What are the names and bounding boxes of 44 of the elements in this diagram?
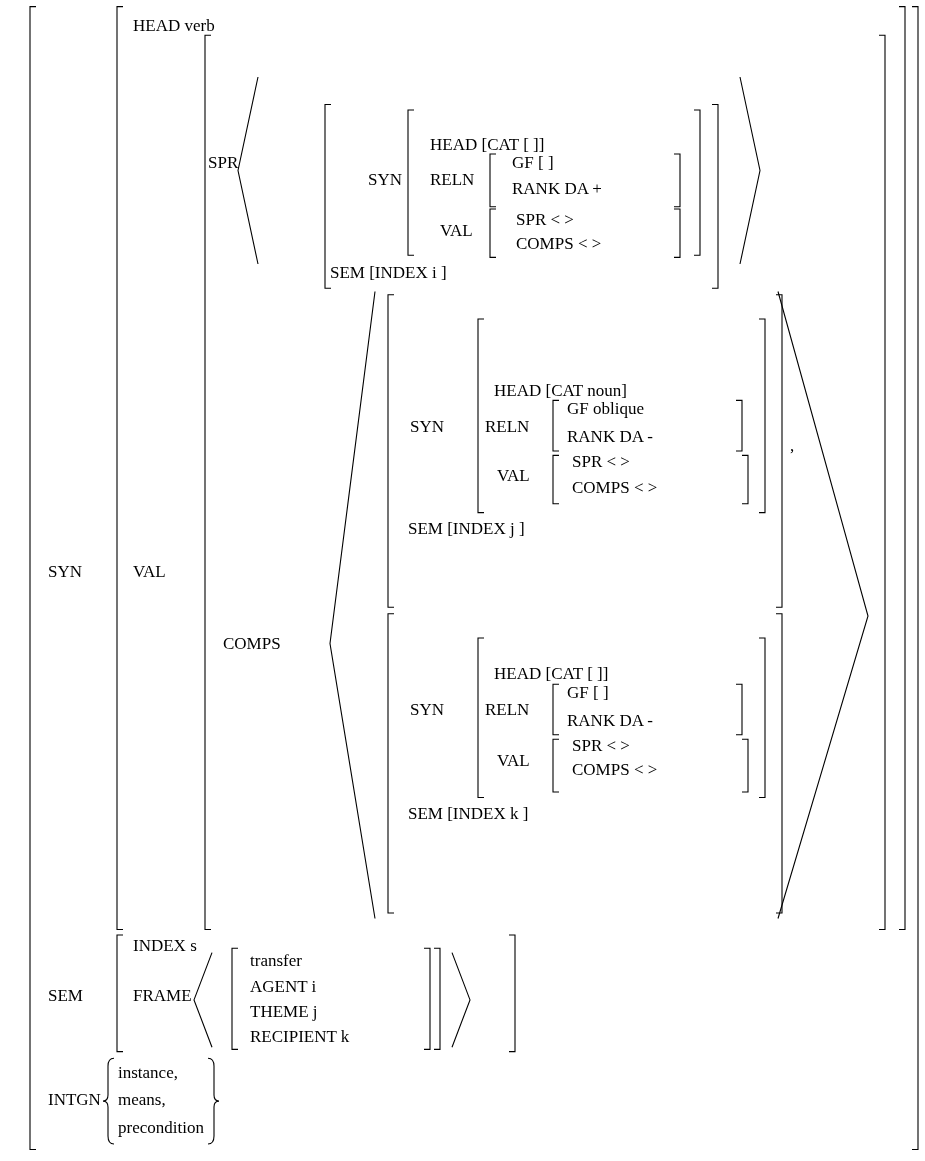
feature-label: SEM [INDEX k ]	[408, 804, 529, 824]
feature-label: RELN	[485, 700, 530, 720]
feature-label: precondition	[118, 1118, 204, 1138]
feature-label: SEM	[48, 986, 83, 1006]
feature-label: COMPS < >	[516, 234, 602, 254]
feature-label: GF oblique	[567, 399, 644, 419]
feature-label: GF [ ]	[567, 683, 609, 703]
feature-label: SEM [INDEX i ]	[330, 263, 447, 283]
feature-label: HEAD [CAT [ ]]	[430, 135, 545, 155]
feature-label: THEME j	[250, 1002, 318, 1022]
feature-label: RANK DA -	[567, 427, 653, 447]
feature-label: INTGN	[48, 1090, 101, 1110]
feature-label: AGENT i	[250, 977, 317, 997]
feature-label: HEAD [CAT [ ]]	[494, 664, 609, 684]
feature-label: ,	[790, 436, 795, 456]
feature-label: VAL	[440, 221, 473, 241]
feature-label: SPR	[208, 153, 239, 173]
feature-label: FRAME	[133, 986, 192, 1006]
feature-label: SPR < >	[572, 452, 630, 472]
feature-label: SYN	[368, 170, 402, 190]
feature-label: instance,	[118, 1063, 178, 1083]
feature-label: SYN	[410, 700, 444, 720]
feature-label: SYN	[410, 417, 444, 437]
feature-label: COMPS < >	[572, 478, 658, 498]
feature-label: transfer	[250, 951, 302, 971]
feature-label: VAL	[133, 562, 166, 582]
feature-label: RELN	[485, 417, 530, 437]
feature-label: SPR < >	[516, 210, 574, 230]
feature-label: RANK DA +	[512, 179, 602, 199]
feature-label: INDEX s	[133, 936, 197, 956]
feature-label: SEM [INDEX j ]	[408, 519, 525, 539]
feature-label: VAL	[497, 466, 530, 486]
feature-label: COMPS	[223, 634, 281, 654]
feature-label: HEAD [CAT noun]	[494, 381, 627, 401]
feature-label: HEAD verb	[133, 16, 215, 36]
feature-label: RELN	[430, 170, 475, 190]
feature-label: SPR < >	[572, 736, 630, 756]
feature-label: GF [ ]	[512, 153, 554, 173]
feature-label: RANK DA -	[567, 711, 653, 731]
feature-label: SYN	[48, 562, 82, 582]
feature-label: COMPS < >	[572, 760, 658, 780]
feature-label: means,	[118, 1090, 166, 1110]
feature-label: RECIPIENT k	[250, 1027, 350, 1047]
feature-label: VAL	[497, 751, 530, 771]
